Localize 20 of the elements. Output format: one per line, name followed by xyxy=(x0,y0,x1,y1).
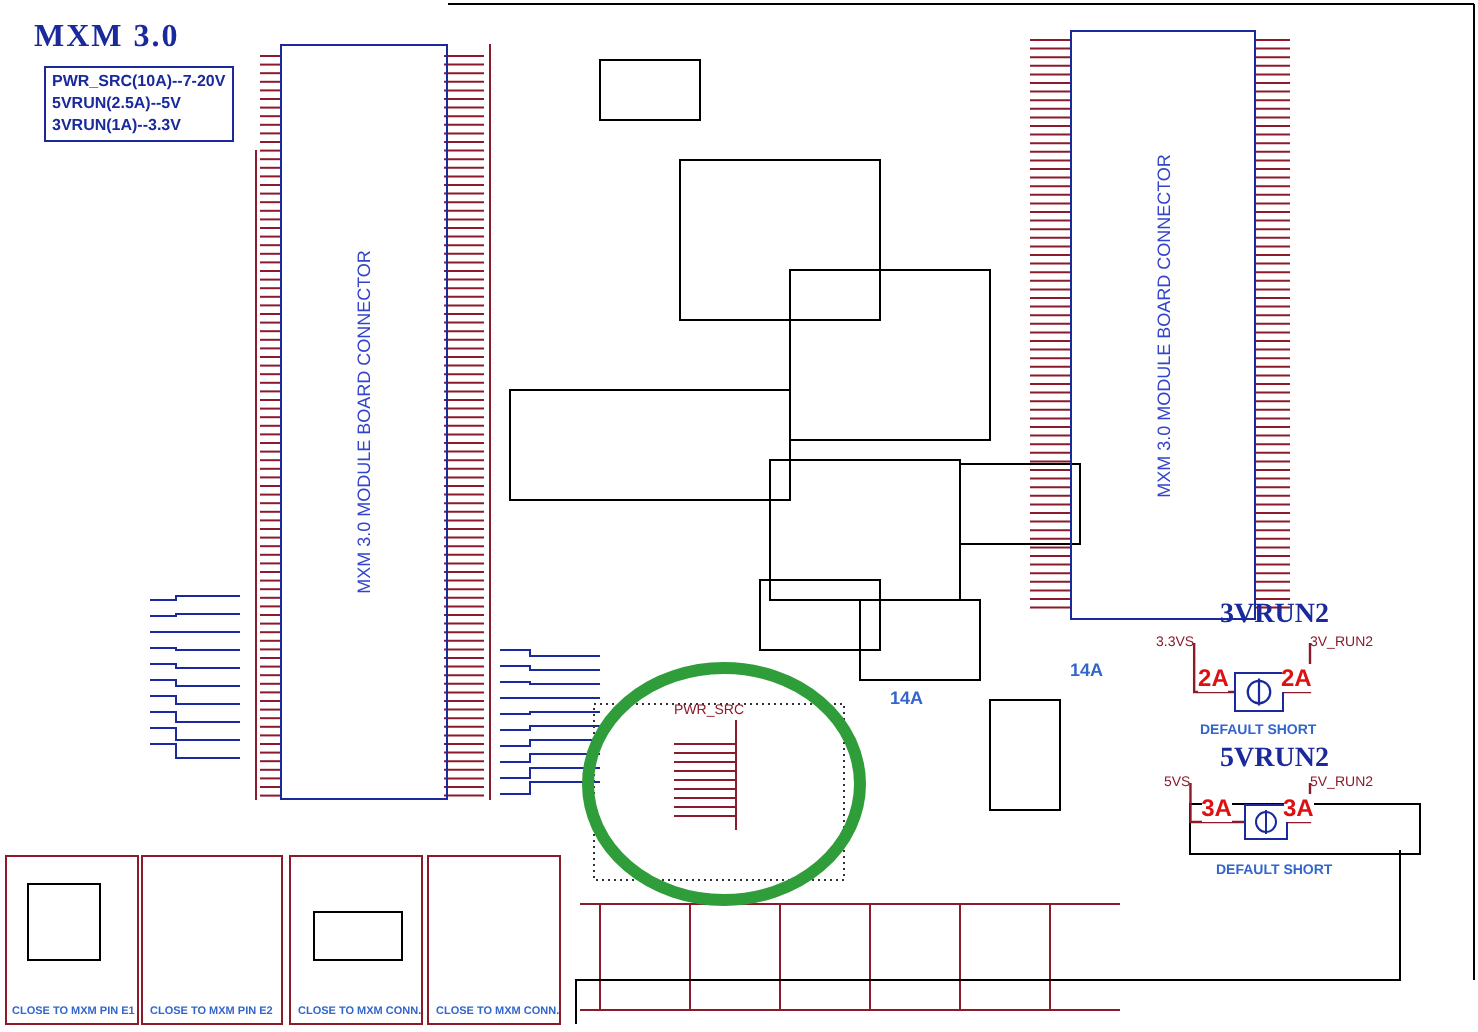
fuse-symbol xyxy=(1234,672,1284,712)
connector-title: MXM 3.0 MODULE BOARD CONNECTOR xyxy=(1153,153,1173,497)
rail-title: 5VRUN2 xyxy=(1220,744,1329,776)
edge-label: 3A xyxy=(1201,794,1232,822)
wire xyxy=(1282,643,1312,694)
diagram-title: MXM 3.0 xyxy=(34,20,180,56)
current-rating: 14A xyxy=(890,688,924,708)
spec-text: 3VRUN(1A)--3.3V xyxy=(52,115,183,137)
connector-title: MXM 3.0 MODULE BOARD CONNECTOR xyxy=(354,250,374,594)
edge-label: 2A xyxy=(1281,664,1312,692)
edge-label: 2A xyxy=(1198,664,1229,692)
connector-symbol xyxy=(280,44,448,800)
spec-text: PWR_SRC(10A)--7-20V xyxy=(52,72,226,94)
wire xyxy=(1192,643,1236,694)
edge-label: 3A xyxy=(1283,794,1314,822)
spec-text: 5VRUN(2.5A)--5V xyxy=(52,93,183,116)
current-rating: 14A xyxy=(1070,660,1104,680)
spec-box xyxy=(44,66,234,143)
wire xyxy=(1189,783,1246,824)
rail-title: 3VRUN2 xyxy=(1220,600,1329,632)
